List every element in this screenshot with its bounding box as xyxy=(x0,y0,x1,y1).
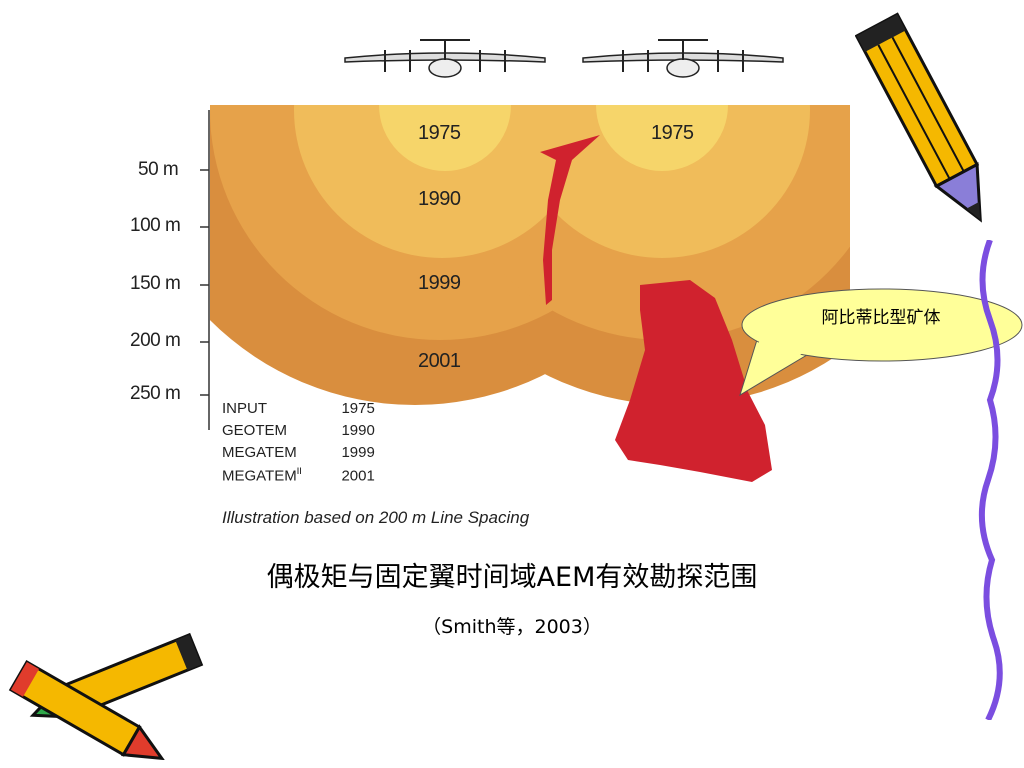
legend-system: GEOTEM xyxy=(222,422,288,439)
year-label-2001: 2001 xyxy=(418,350,461,372)
callout-text: 阿比蒂比型矿体 xyxy=(821,308,941,328)
depth-label-150: 150 m xyxy=(130,273,181,294)
citation: （Smith等，2003） xyxy=(422,616,602,638)
zone-1975-left xyxy=(379,105,511,171)
legend-system: MEGATEM xyxy=(222,444,297,461)
depth-label-50: 50 m xyxy=(138,159,179,180)
year-label-1975-right: 1975 xyxy=(651,122,694,144)
pencil-top-right-icon xyxy=(855,12,982,223)
year-label-1975-left: 1975 xyxy=(418,122,461,144)
line-spacing-note: Illustration based on 200 m Line Spacing xyxy=(222,508,530,527)
legend-year: 1975 xyxy=(341,400,375,417)
ore-body-abitibi xyxy=(615,280,772,482)
depth-label-200: 200 m xyxy=(130,330,181,351)
system-legend: INPUT 1975 GEOTEM 1990 MEGATEM 1999 MEGA… xyxy=(222,400,375,488)
legend-system: INPUT xyxy=(222,400,267,417)
legend-year: 1999 xyxy=(341,444,375,461)
legend-year: 2001 xyxy=(341,467,375,485)
legend-superscript: II xyxy=(296,466,302,476)
aircraft-right-icon xyxy=(582,39,784,78)
depth-label-250: 250 m xyxy=(130,383,181,404)
decorative-wavy-line xyxy=(978,240,1003,720)
aircraft-left-icon xyxy=(344,39,546,78)
slide-title: 偶极矩与固定翼时间域AEM有效勘探范围 xyxy=(266,562,758,593)
year-label-1990: 1990 xyxy=(418,188,461,210)
year-label-1999: 1999 xyxy=(418,272,461,294)
legend-year: 1990 xyxy=(341,422,375,439)
legend-system-wrap: MEGATEMII xyxy=(222,466,337,485)
ore-dyke xyxy=(540,135,600,305)
legend-system: MEGATEM xyxy=(222,467,297,485)
zone-1975-right xyxy=(596,105,728,171)
zone-1990-left xyxy=(294,105,590,258)
pencils-bottom-left-icon xyxy=(8,632,204,760)
depth-label-100: 100 m xyxy=(130,215,181,236)
